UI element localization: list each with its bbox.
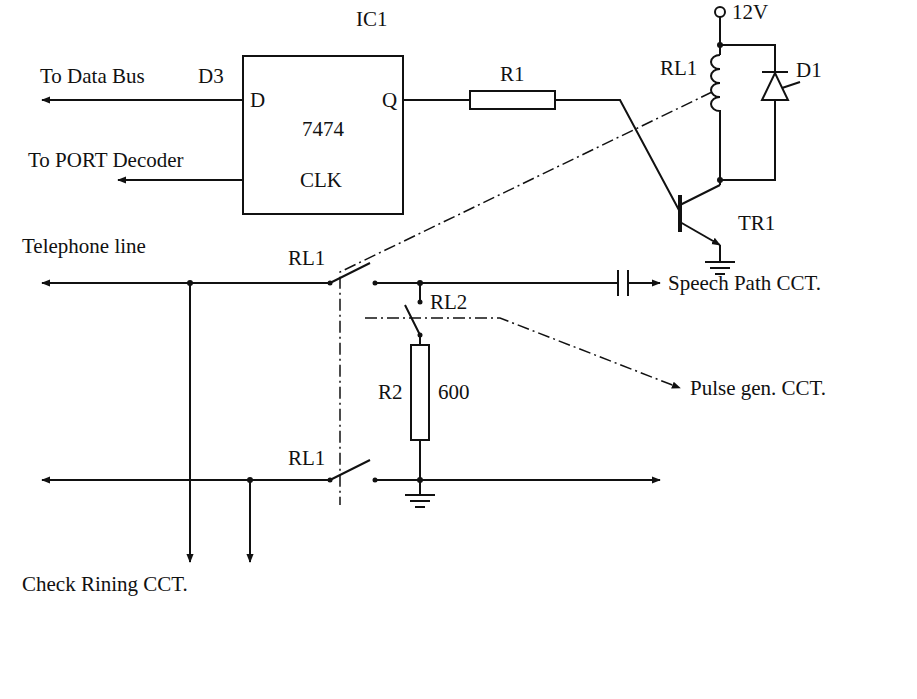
emitter-wire (719, 245, 721, 262)
relay-link (340, 92, 712, 505)
part-name: RL2 (430, 292, 467, 313)
pin-name: D (250, 90, 265, 111)
clock-wire (118, 179, 242, 181)
ring-wire (189, 283, 191, 562)
pin-name: CLK (300, 170, 342, 191)
part-name: RL1 (288, 248, 325, 269)
pin-name: Q (382, 90, 397, 111)
contact-dot (328, 478, 333, 483)
signal-name: Pulse gen. CCT. (690, 378, 826, 399)
part-name: RL1 (288, 448, 325, 469)
transistor-collector (680, 185, 720, 205)
contact-dot (328, 281, 333, 286)
chip-name: IC1 (356, 9, 388, 30)
value-label: 600 (438, 382, 470, 403)
signal-name: To PORT Decoder (28, 150, 184, 171)
relay-link (365, 318, 680, 388)
rl2-wire (405, 283, 420, 480)
contact-dot (418, 333, 423, 338)
line-wire (42, 282, 330, 284)
junction-dot (717, 42, 723, 48)
relay-contact (330, 460, 370, 480)
ground-symbol (405, 480, 435, 507)
contact-dot (373, 281, 378, 286)
ring-wire (249, 480, 251, 562)
base-wire (555, 100, 680, 212)
signal-name: Speech Path CCT. (668, 273, 821, 294)
resistor-symbol (470, 91, 555, 109)
junction-dot (717, 177, 723, 183)
junction-dot (417, 280, 423, 286)
contact-dot (418, 300, 423, 305)
contact-dot (373, 478, 378, 483)
q-wire (404, 99, 470, 101)
junction-dot (417, 477, 423, 483)
relay-coil (711, 55, 720, 185)
part-name: RL1 (660, 58, 697, 79)
transistor-base (678, 195, 682, 232)
part-name: TR1 (738, 213, 775, 234)
chip-type: 7474 (302, 119, 344, 140)
transistor-emitter (680, 222, 720, 245)
diode-arrow (782, 82, 800, 88)
supply-terminal (715, 7, 725, 17)
signal-name: To Data Bus (40, 66, 145, 87)
resistor-symbol (411, 345, 429, 440)
part-name: D1 (796, 60, 822, 81)
supply-wire (720, 17, 775, 180)
part-name: R2 (378, 382, 403, 403)
chip-box: IC17474 (242, 55, 404, 215)
part-name: R1 (500, 64, 525, 85)
junction-dot (247, 477, 253, 483)
junction-dot (187, 280, 193, 286)
junctions (187, 42, 723, 483)
signal-name: Telephone line (22, 236, 146, 257)
voltage-label: 12V (732, 2, 768, 23)
diode-symbol (762, 72, 788, 100)
line-wire (42, 479, 330, 481)
signal-name: Check Rining CCT. (22, 574, 188, 595)
relay-contact (330, 263, 370, 283)
data-bus-wire (42, 99, 242, 101)
pin-name: D3 (198, 66, 224, 87)
capacitor-symbol (618, 270, 628, 296)
